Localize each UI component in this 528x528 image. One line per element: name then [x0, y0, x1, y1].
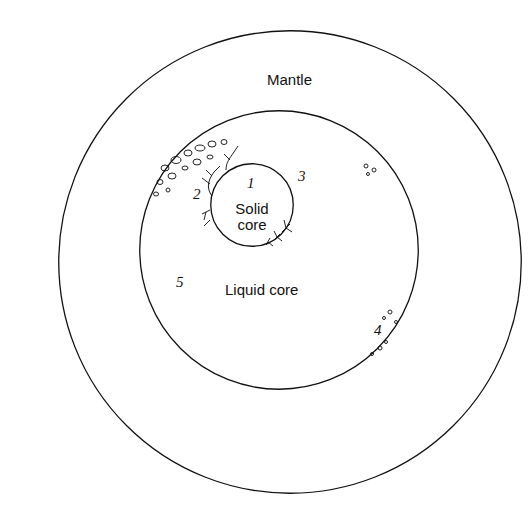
callout-number: 2 — [193, 187, 201, 202]
core-region: MantleLiquid core Solid core — [58, 30, 522, 494]
region-outline — [58, 30, 522, 494]
core-region: Liquid core Solid core — [139, 110, 419, 390]
region-name: Mantle — [267, 72, 312, 88]
region-name: Liquid core — [225, 282, 298, 298]
callout-number: 1 — [247, 176, 255, 191]
region-outline — [139, 110, 419, 390]
region-name: Solid core — [229, 201, 275, 233]
callout-number: 5 — [176, 275, 184, 290]
callout-number: 3 — [298, 169, 306, 184]
callout-number: 4 — [374, 323, 382, 338]
